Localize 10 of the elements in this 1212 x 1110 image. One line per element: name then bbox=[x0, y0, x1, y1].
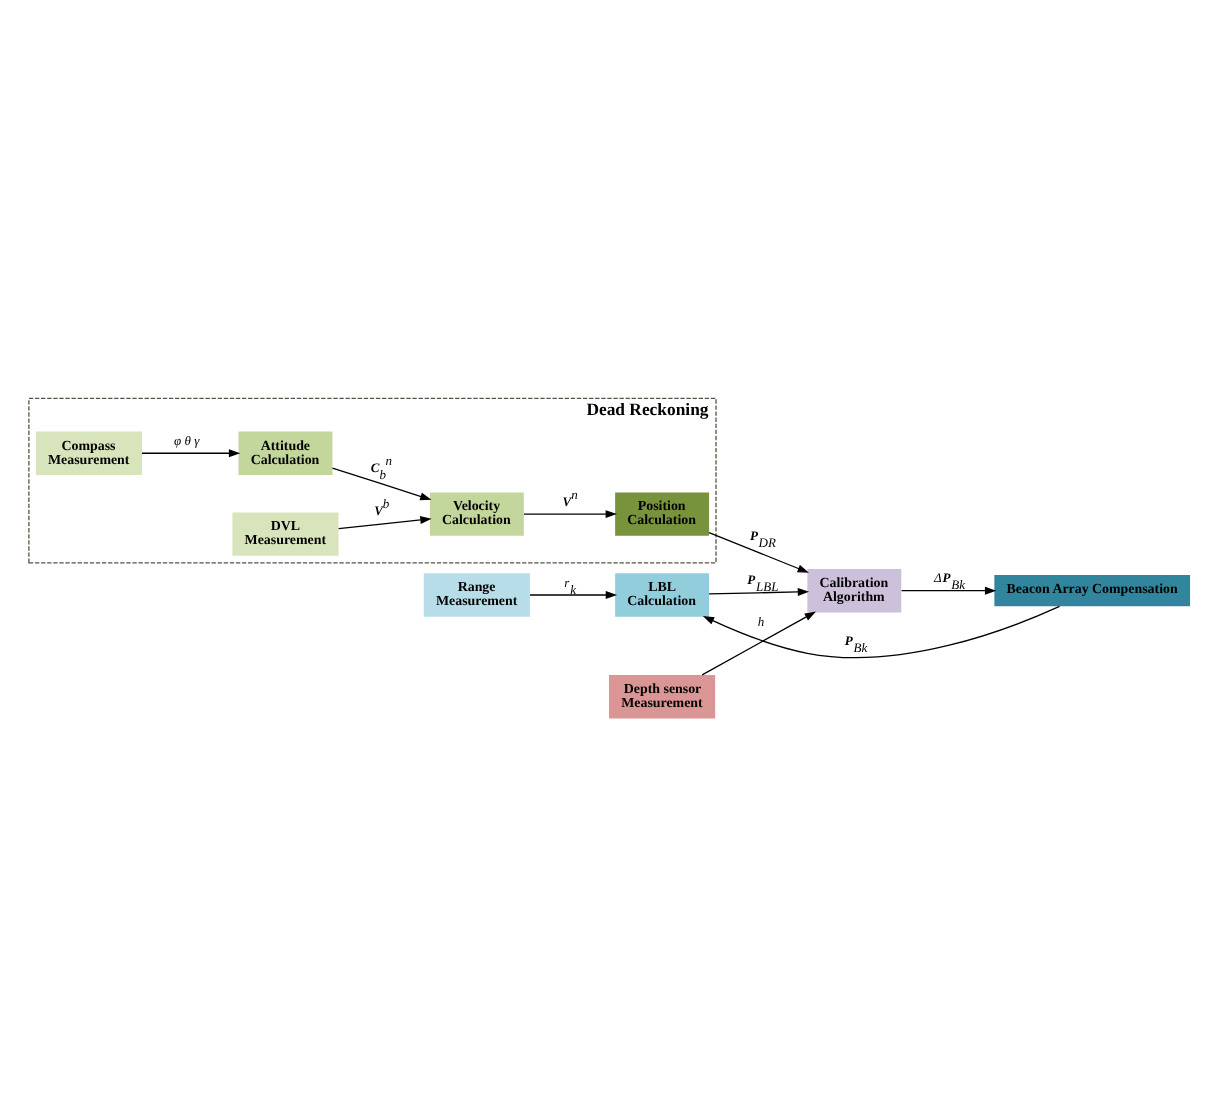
arrow bbox=[141, 449, 241, 458]
arrow bbox=[900, 586, 997, 595]
arrow bbox=[701, 611, 816, 676]
arrow bbox=[708, 532, 809, 573]
arrow bbox=[331, 467, 432, 501]
arrow bbox=[708, 587, 810, 596]
arrow bbox=[529, 591, 618, 599]
arrow bbox=[338, 516, 432, 530]
arrow bbox=[523, 510, 617, 519]
arrow bbox=[702, 605, 1061, 659]
